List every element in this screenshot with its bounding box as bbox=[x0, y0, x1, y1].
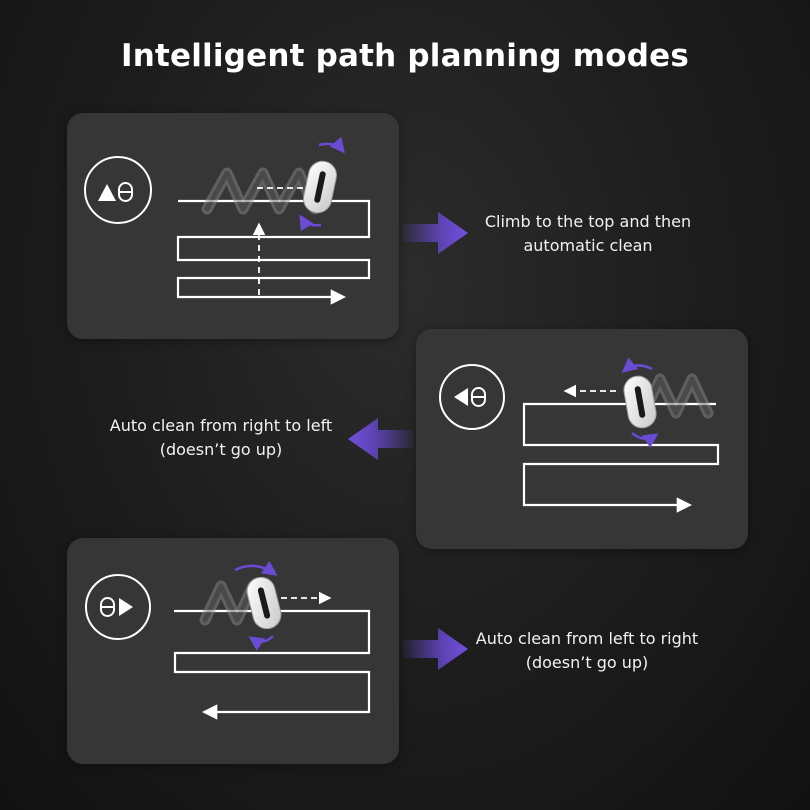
mode-icon-triangle-up-robot bbox=[84, 156, 152, 224]
arrow-left-2 bbox=[348, 418, 414, 460]
cleaning-path bbox=[522, 402, 720, 513]
mode-1-caption-line-1: Climb to the top and then bbox=[484, 212, 692, 231]
window-robot bbox=[246, 576, 282, 630]
mode-2-panel bbox=[416, 329, 748, 549]
motion-trail bbox=[201, 167, 321, 215]
mode-1-caption-line-2: automatic clean bbox=[523, 236, 653, 255]
motion-trail bbox=[638, 373, 714, 419]
mode-2-caption-line-2: (doesn’t go up) bbox=[159, 440, 283, 459]
mode-1-caption: Climb to the top and then automatic clea… bbox=[470, 210, 706, 258]
mode-3-panel bbox=[67, 538, 399, 764]
arrow-right-1 bbox=[402, 212, 468, 254]
cleaning-path bbox=[176, 199, 371, 305]
page-title: Intelligent path planning modes bbox=[120, 38, 690, 74]
mode-1-panel bbox=[67, 113, 399, 339]
window-robot bbox=[623, 375, 657, 429]
mode-2-caption-line-1: Auto clean from right to left bbox=[109, 416, 333, 435]
mode-3-caption-line-2: (doesn’t go up) bbox=[525, 653, 649, 672]
mode-2-caption: Auto clean from right to left (doesn’t g… bbox=[96, 414, 346, 462]
cleaning-path bbox=[173, 609, 371, 720]
mode-icon-robot-triangle-right bbox=[85, 574, 151, 640]
mode-3-caption-line-1: Auto clean from left to right bbox=[475, 629, 699, 648]
mode-icon-triangle-left-robot bbox=[439, 364, 505, 430]
arrow-right-3 bbox=[402, 628, 468, 670]
window-robot bbox=[303, 160, 337, 214]
mode-3-caption: Auto clean from left to right (doesn’t g… bbox=[462, 627, 712, 675]
